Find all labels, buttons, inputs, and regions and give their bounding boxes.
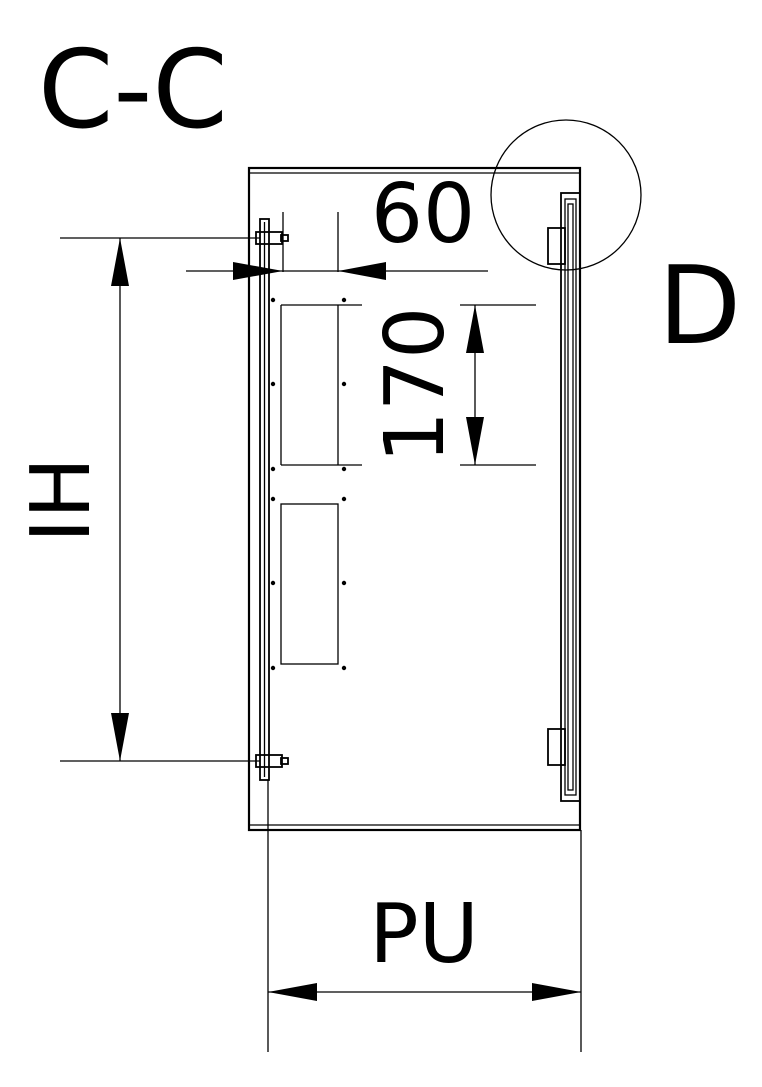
dimension-170-label: 170 [368,307,463,464]
dimension-pu-label: PU [369,887,478,982]
dimension-170: 170 [368,304,536,466]
dimension-ih: IH [14,237,260,762]
section-label: C-C [38,28,228,153]
detail-label: D [658,244,741,369]
detail-circle [490,119,642,271]
dimension-ih-label: IH [14,457,109,543]
dimension-60: 60 [186,167,488,280]
upper-cutout [280,304,362,466]
rail-extension-lines [282,212,339,272]
dimension-pu: PU [267,780,582,1052]
lower-cutout [280,503,339,665]
fixing-holes [270,297,347,671]
cabinet-body [247,166,582,832]
dimension-60-label: 60 [371,167,475,262]
cabinet-door [547,192,581,802]
